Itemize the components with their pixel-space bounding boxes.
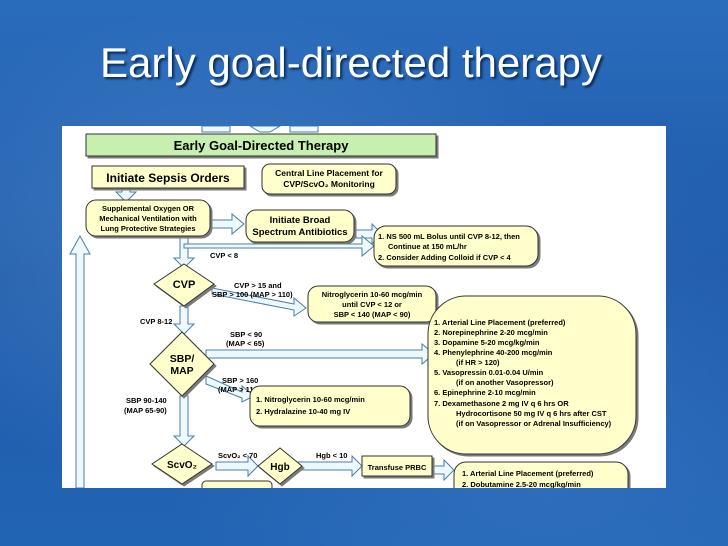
supplemental-text-1: Supplemental Oxygen OR (102, 204, 195, 213)
hgb-lt10-label: Hgb < 10 (316, 451, 347, 460)
flowchart-panel: Early Goal-Directed Therapy Initiate Sep… (62, 126, 666, 488)
fluids-text-1: 1. NS 500 mL Bolus until CVP 8-12, then (378, 232, 520, 241)
slide-title: Early goal-directed therapy (100, 39, 602, 86)
nitro-text-1: Nitroglycerin 10-60 mcg/min (322, 290, 423, 299)
pressor-line: (if on Vasopressor or Adrenal Insufficie… (456, 419, 612, 428)
hgb-diamond-text: Hgb (270, 462, 289, 473)
sbp-90-140-label-2: (MAP 65-90) (124, 406, 167, 415)
pressor-line: 7. Dexamethasone 2 mg IV q 6 hrs OR (434, 399, 569, 408)
supplemental-text-2: Mechanical Ventilation with (99, 214, 197, 223)
pressor-line: (if on another Vasopressor) (456, 378, 554, 387)
sepsis-orders-box (91, 165, 245, 189)
sbp-gt160-label-2: (MAP > 110) (218, 385, 261, 394)
cvp-8-12-label: CVP 8-12 (140, 317, 172, 326)
vasopressor-box (427, 295, 637, 455)
antihyp-text-2: 2. Hydralazine 10-40 mg IV (256, 407, 350, 416)
inotrope-box (453, 461, 629, 488)
antibiotics-text-1: Initiate Broad (270, 215, 331, 226)
pressor-line: 2. Norepinephrine 2-20 mcg/min (434, 328, 548, 337)
cvp-diamond-text: CVP (173, 279, 196, 291)
cvp-diamond (153, 263, 215, 307)
cvp-gt15-label-2: SBP > 100 (MAP > 110) (212, 290, 293, 299)
scvo2-lt70-label: ScvO₂ < 70 (218, 451, 257, 460)
sepsis-orders-text: Initiate Sepsis Orders (106, 171, 230, 185)
vasopressor-list: 1. Arterial Line Placement (preferred) 2… (434, 318, 612, 428)
fluids-text-2: Continue at 150 mL/hr (388, 242, 467, 251)
antibiotics-box (245, 209, 355, 243)
hgb-diamond (257, 447, 303, 485)
fluids-text-3: 2. Consider Adding Colloid if CVP < 4 (378, 253, 512, 262)
central-line-text-2: CVP/ScvO₂ Monitoring (283, 179, 375, 189)
scvo2-diamond (151, 443, 213, 485)
cvp-lt8-label: CVP < 8 (210, 251, 238, 260)
pressor-line: 6. Epinephrine 2-10 mcg/min (434, 388, 536, 397)
pressor-line: Hydrocortisone 50 mg IV q 6 hrs after CS… (456, 409, 607, 418)
sbp-map-diamond (149, 331, 215, 397)
nitroglycerin-box (307, 285, 437, 323)
central-line-box (261, 163, 397, 195)
fluids-box (373, 225, 539, 267)
sbp-90-140-label-1: SBP 90-140 (126, 396, 167, 405)
pressor-line: 1. Arterial Line Placement (preferred) (434, 318, 566, 327)
inotrope-text-1: 1. Arterial Line Placement (preferred) (462, 469, 594, 478)
pressor-line: 3. Dopamine 5-20 mcg/kg/min (434, 338, 540, 347)
supplemental-oxygen-box (85, 199, 211, 237)
flowchart-diagram: Early Goal-Directed Therapy Initiate Sep… (69, 126, 637, 488)
sbp-gt160-label-1: SBP > 160 (222, 376, 258, 385)
pressor-line: (if HR > 120) (456, 358, 500, 367)
transfuse-text: Transfuse PRBC (368, 463, 427, 472)
antihypertensive-box (249, 385, 411, 427)
sbp-diamond-text-2: MAP (170, 365, 193, 377)
sbp-lt90-label-1: SBP < 90 (230, 330, 262, 339)
scvo2-diamond-text: ScvO₂ (167, 460, 197, 471)
pressor-line: 5. Vasopressin 0.01-0.04 U/min (434, 368, 544, 377)
header-text: Early Goal-Directed Therapy (174, 138, 350, 153)
sbp-lt90-label-2: (MAP < 65) (226, 339, 265, 348)
partial-box (201, 480, 273, 488)
pressor-line: 4. Phenylephrine 40-200 mcg/min (434, 348, 553, 357)
antihyp-text-1: 1. Nitroglycerin 10-60 mcg/min (256, 395, 365, 404)
central-line-text-1: Central Line Placement for (275, 168, 383, 178)
cvp-gt15-label-1: CVP > 15 and (234, 281, 282, 290)
header-box (85, 133, 437, 157)
inotrope-text-2: 2. Dobutamine 2.5-20 mcg/kg/min (462, 480, 581, 488)
sbp-diamond-text-1: SBP/ (170, 353, 195, 365)
nitro-text-3: SBP < 140 (MAP < 90) (334, 310, 411, 319)
supplemental-text-3: Lung Protective Strategies (100, 224, 195, 233)
transfuse-box (361, 455, 433, 477)
antibiotics-text-2: Spectrum Antibiotics (252, 227, 347, 238)
nitro-text-2: until CVP < 12 or (342, 300, 402, 309)
